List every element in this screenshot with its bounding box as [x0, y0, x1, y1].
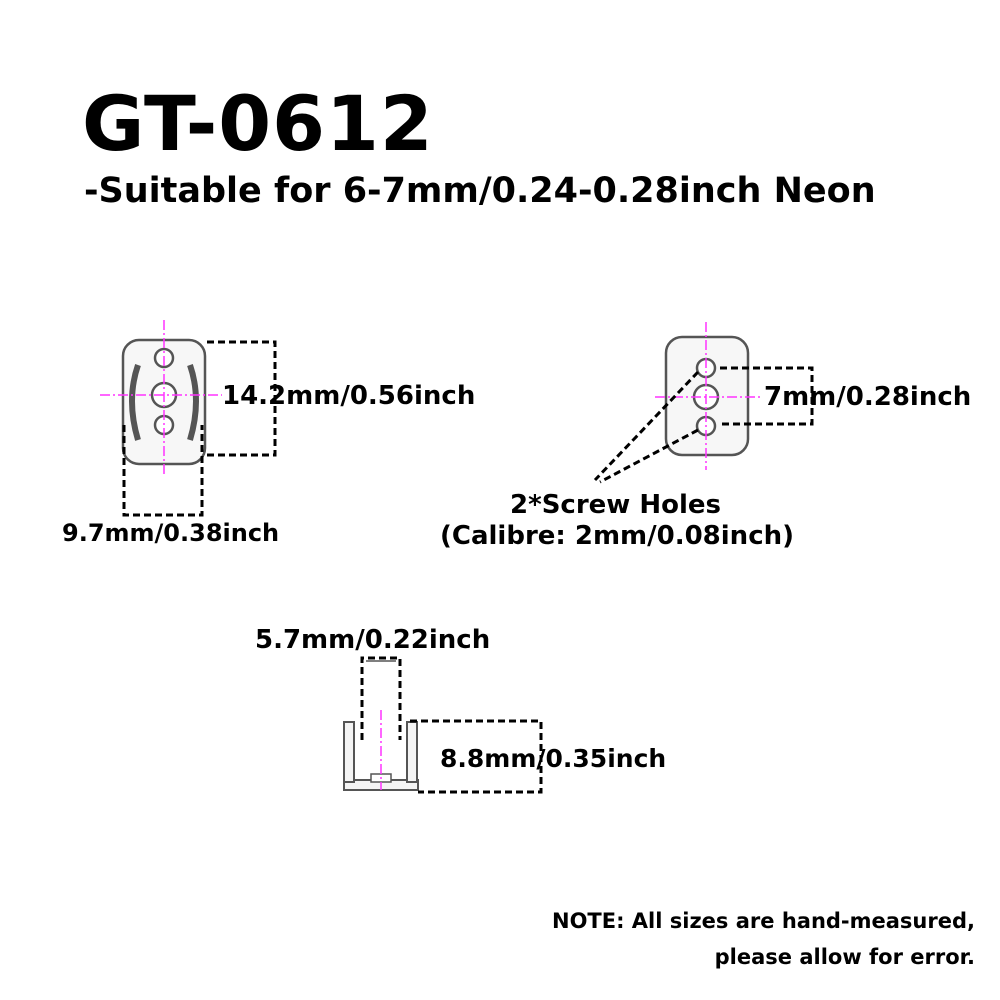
back-spacing-dimension-line: [720, 366, 814, 426]
model-title: GT-0612: [82, 79, 434, 168]
side-clip-right-wall: [406, 721, 418, 783]
calibre-label: (Calibre: 2mm/0.08inch): [440, 521, 794, 551]
front-clip-left-groove: [129, 364, 141, 441]
front-width-dimension-line: [122, 425, 204, 517]
side-inner-width-label: 5.7mm/0.22inch: [255, 625, 491, 655]
back-view-clip-drawing: [593, 322, 814, 484]
screw-hole-leader-bottom: [599, 428, 699, 484]
side-inner-width-dimension-line: [360, 656, 402, 740]
front-view-clip-drawing: [100, 320, 277, 517]
side-depth-dimension-line: [410, 719, 543, 794]
note-line-1: NOTE: All sizes are hand-measured,: [552, 909, 975, 933]
front-height-dimension-line: [207, 340, 277, 457]
side-view-clip-drawing: [343, 656, 543, 794]
front-height-label: 14.2mm/0.56inch: [222, 381, 476, 411]
front-clip-right-groove: [187, 364, 199, 441]
side-clip-left-wall: [343, 721, 355, 783]
note-line-2: please allow for error.: [714, 945, 975, 969]
suitability-subtitle: -Suitable for 6-7mm/0.24-0.28inch Neon: [84, 171, 876, 211]
screw-hole-leader-top: [593, 370, 700, 482]
screw-holes-label: 2*Screw Holes: [510, 490, 721, 520]
side-depth-label: 8.8mm/0.35inch: [440, 744, 667, 773]
front-width-label: 9.7mm/0.38inch: [62, 519, 280, 547]
back-hole-spacing-label: 7mm/0.28inch: [764, 382, 972, 412]
